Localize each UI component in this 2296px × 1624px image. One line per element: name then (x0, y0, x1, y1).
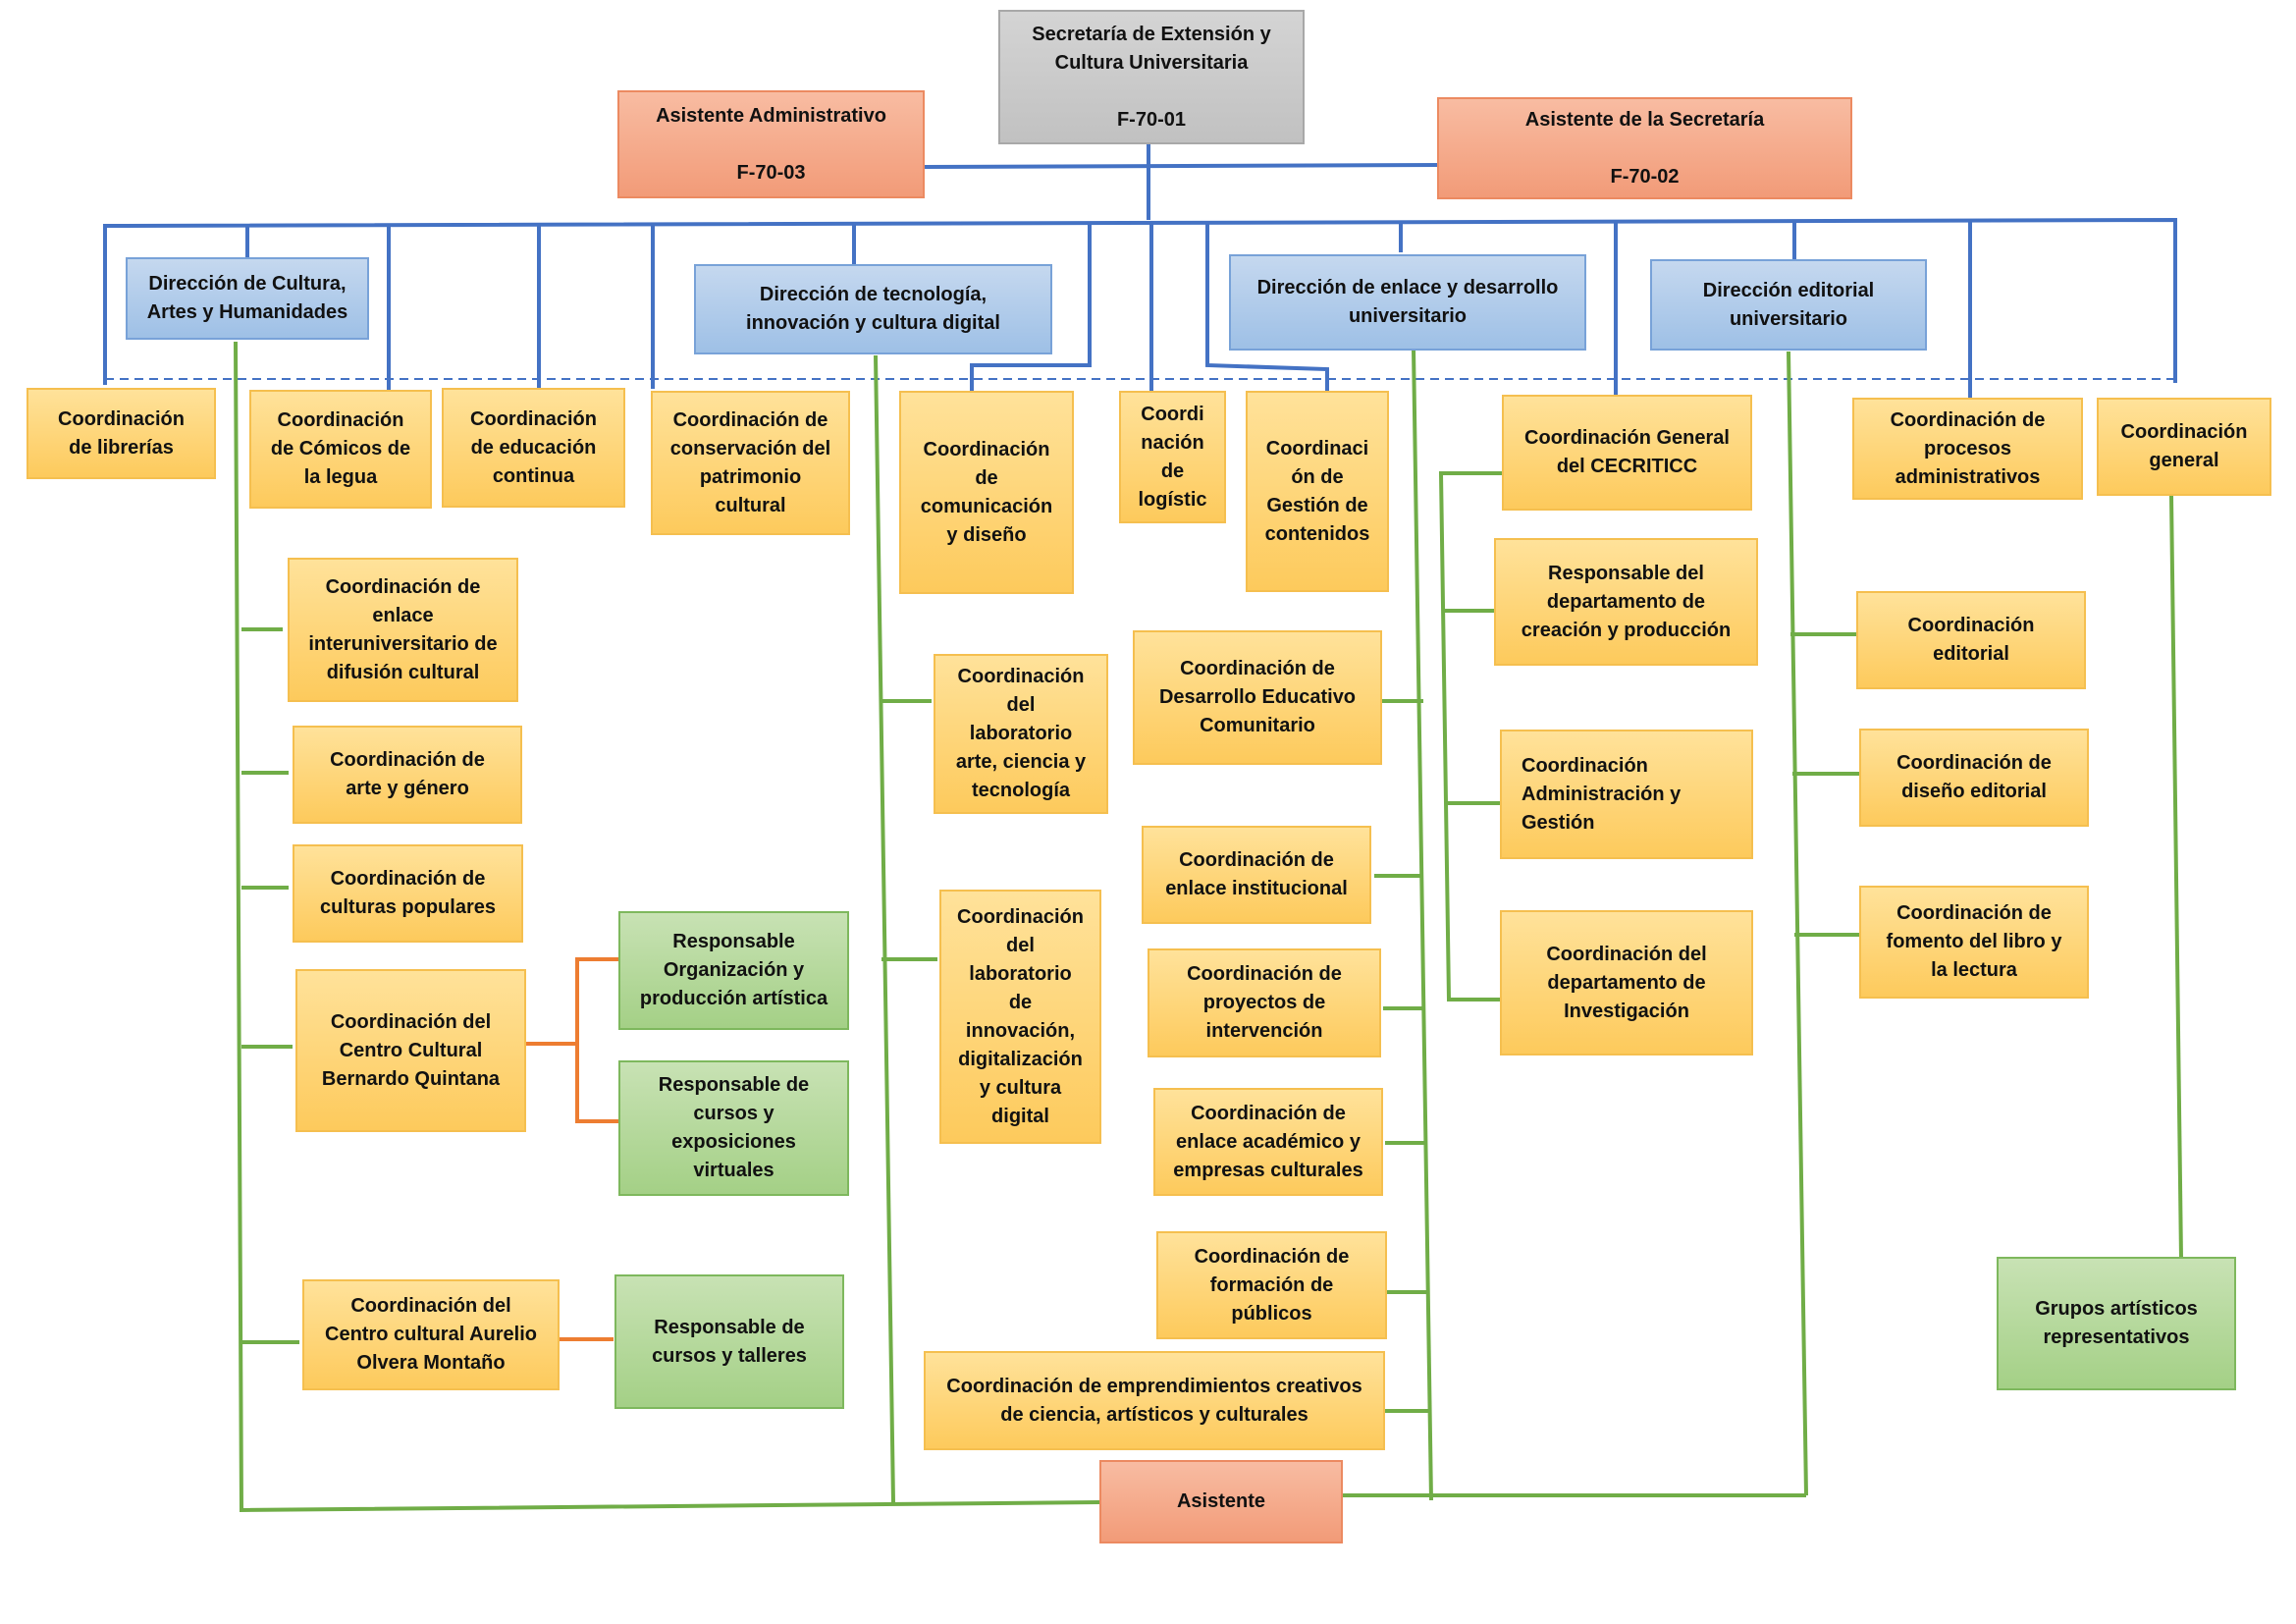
coord-librerias-box: Coordinación de librerías (27, 388, 216, 479)
coord-gestion-contenidos-box: Coordinaci ón de Gestión de contenidos (1246, 391, 1389, 592)
coord-cecriticc-box: Coordinación General del CECRITICC (1502, 395, 1752, 511)
resp-cursos-virtuales-box: Responsable de cursos y exposiciones vir… (618, 1060, 849, 1196)
resp-creacion-produccion-box: Responsable del departamento de creación… (1494, 538, 1758, 666)
asistente-box: Asistente (1099, 1460, 1343, 1543)
coord-comunicacion-box: Coordinación de comunicación y diseño (899, 391, 1074, 594)
coord-arte-genero-box: Coordinación de arte y género (293, 726, 522, 824)
direccion-cultura-box: Dirección de Cultura, Artes y Humanidade… (126, 257, 369, 340)
resp-cursos-talleres-box: Responsable de cursos y talleres (614, 1274, 844, 1409)
coord-emprendimientos-box: Coordinación de emprendimientos creativo… (924, 1351, 1385, 1450)
coord-proyectos-box: Coordinación de proyectos de intervenció… (1148, 948, 1381, 1057)
grupos-artisticos-box: Grupos artísticos representativos (1997, 1257, 2236, 1390)
coord-administracion-gestion-box: Coordinación Administración y Gestión (1500, 730, 1753, 859)
coord-general-box: Coordinación general (2097, 398, 2271, 496)
secretaria-head-box: Secretaría de Extensión y Cultura Univer… (998, 10, 1305, 144)
coord-logistica-box: Coordi nación de logístic (1119, 391, 1226, 523)
coord-enlace-academico-box: Coordinación de enlace académico y empre… (1153, 1088, 1383, 1196)
coord-lab-arte-box: Coordinación del laboratorio arte, cienc… (934, 654, 1108, 814)
direccion-editorial-box: Dirección editorial universitario (1650, 259, 1927, 351)
coord-educacion-continua-box: Coordinación de educación continua (442, 388, 625, 508)
coord-culturas-populares-box: Coordinación de culturas populares (293, 844, 523, 943)
asistente-secretaria-box: Asistente de la Secretaría F-70-02 (1437, 97, 1852, 199)
coord-desarrollo-educativo-box: Coordinación de Desarrollo Educativo Com… (1133, 630, 1382, 765)
direccion-enlace-box: Dirección de enlace y desarrollo univers… (1229, 254, 1586, 351)
coord-formacion-publicos-box: Coordinación de formación de públicos (1156, 1231, 1387, 1339)
coord-editorial-box: Coordinación editorial (1856, 591, 2086, 689)
coord-procesos-box: Coordinación de procesos administrativos (1852, 398, 2083, 500)
coord-centro-quintana-box: Coordinación del Centro Cultural Bernard… (295, 969, 526, 1132)
coord-centro-olvera-box: Coordinación del Centro cultural Aurelio… (302, 1279, 560, 1390)
coord-conservacion-box: Coordinación de conservación del patrimo… (651, 391, 850, 535)
coord-investigacion-box: Coordinación del departamento de Investi… (1500, 910, 1753, 1056)
resp-organizacion-box: Responsable Organización y producción ar… (618, 911, 849, 1030)
coord-enlace-institucional-box: Coordinación de enlace institucional (1142, 826, 1371, 924)
direccion-tecnologia-box: Dirección de tecnología, innovación y cu… (694, 264, 1052, 354)
coord-fomento-libro-box: Coordinación de fomento del libro y la l… (1859, 886, 2089, 999)
coord-interuniversitario-box: Coordinación de enlace interuniversitari… (288, 558, 518, 702)
coord-comicos-box: Coordinación de Cómicos de la legua (249, 390, 432, 509)
coord-diseno-editorial-box: Coordinación de diseño editorial (1859, 729, 2089, 827)
asistente-administrativo-box: Asistente Administrativo F-70-03 (617, 90, 925, 198)
coord-lab-innovacion-box: Coordinación del laboratorio de innovaci… (939, 890, 1101, 1144)
